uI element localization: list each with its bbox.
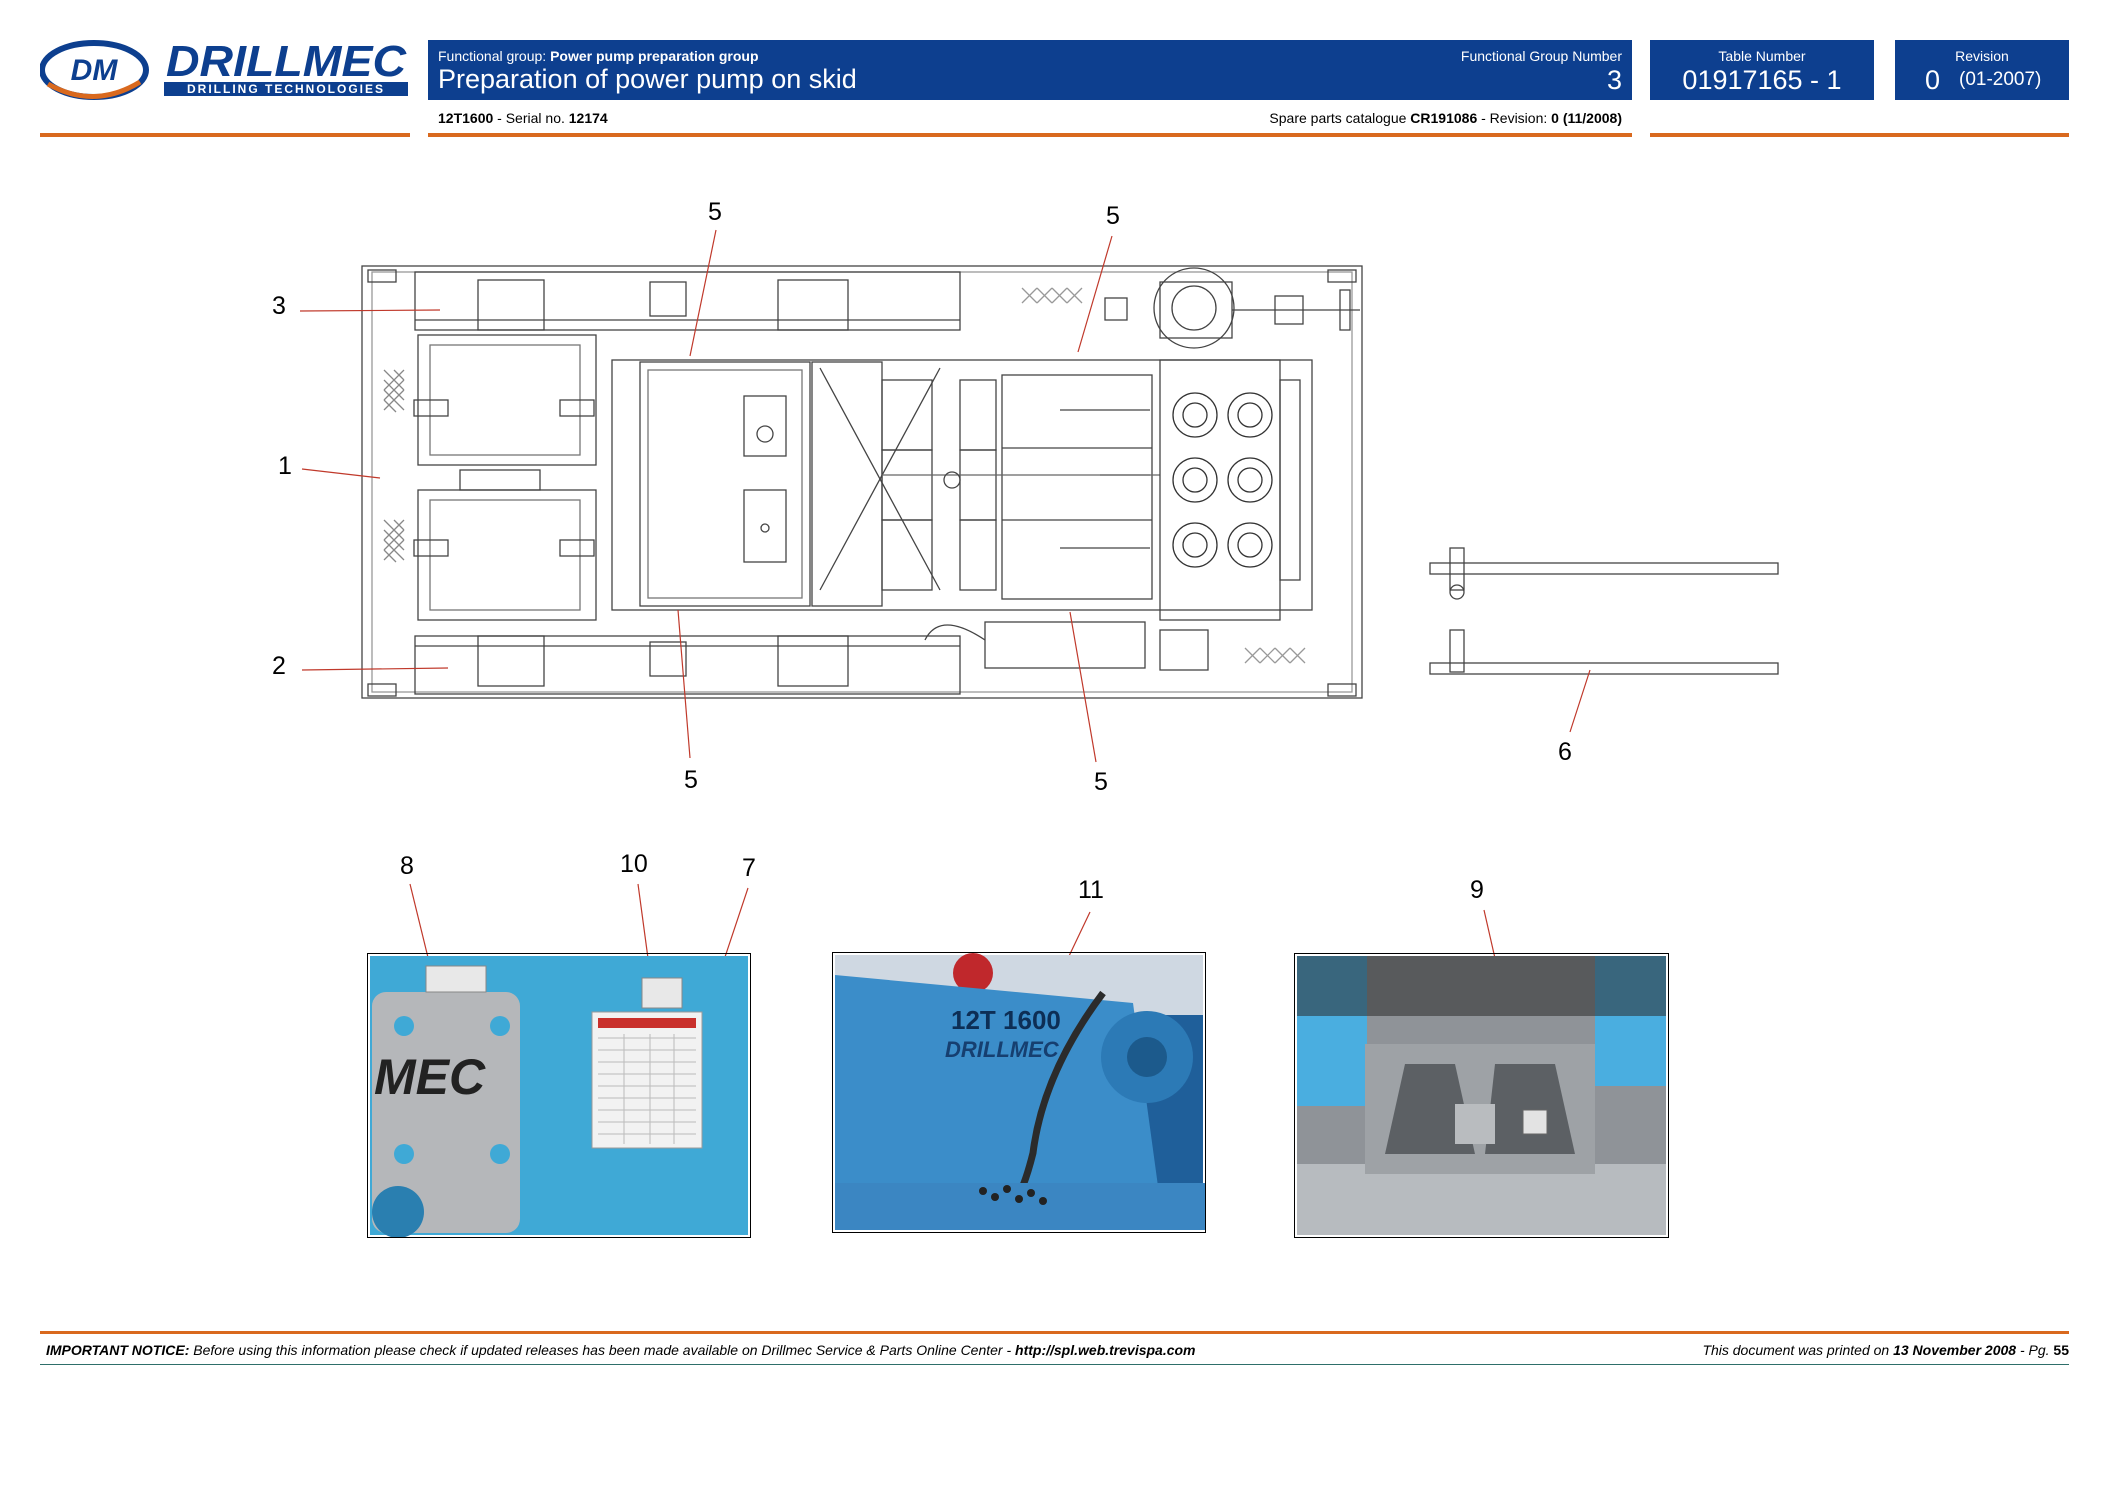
table-underline <box>1650 133 2069 137</box>
logo-tagline: DRILLING TECHNOLOGIES <box>187 82 385 96</box>
revision-number: 0 <box>1925 65 1941 95</box>
callout-5-bottom-right: 5 <box>1094 768 1108 796</box>
footer-notice: IMPORTANT NOTICE: Before using this info… <box>46 1342 1196 1358</box>
catalogue-line: Spare parts catalogue CR191086 - Revisio… <box>1269 110 1622 126</box>
title-block: Functional group: Power pump preparation… <box>428 40 1632 100</box>
skid-top-view-drawing <box>299 229 1779 763</box>
functional-group-number: 3 <box>1606 65 1622 95</box>
callout-5-top-right: 5 <box>1106 202 1120 230</box>
callout-5-bottom-left: 5 <box>684 766 698 794</box>
callout-9: 9 <box>1470 876 1484 904</box>
title-underline <box>428 133 1632 137</box>
table-number-label: Table Number <box>1718 48 1806 64</box>
catalogue-label: Spare parts catalogue <box>1269 110 1407 126</box>
logo-underline <box>40 133 410 137</box>
footer-printed-date: 13 November 2008 <box>1893 1342 2017 1358</box>
footer-bottom-rule <box>40 1364 2069 1365</box>
footer-page-number: 55 <box>2053 1342 2069 1358</box>
table-number: 01917165 - 1 <box>1682 65 1842 95</box>
model-number: 12T1600 <box>438 110 494 126</box>
photo-pump-model: 12T 1600 DRILLMEC <box>832 952 1206 1233</box>
callout-1: 1 <box>278 452 292 480</box>
photo-nameplates: MEC <box>367 953 751 1238</box>
model-serial-line: 12T1600 - Serial no. 12174 <box>438 110 608 126</box>
functional-group-name: Power pump preparation group <box>550 48 759 64</box>
callout-7: 7 <box>742 854 756 882</box>
table-number-block: Table Number 01917165 - 1 <box>1650 40 1874 100</box>
callout-3: 3 <box>272 292 286 320</box>
callout-10: 10 <box>620 850 648 878</box>
footer-notice-text: Before using this information please che… <box>193 1342 1012 1358</box>
photo-brand-text: MEC <box>374 1049 486 1105</box>
logo-monogram: DM <box>71 54 119 87</box>
catalogue-revision: 0 (11/2008) <box>1551 110 1622 126</box>
footer-rule <box>40 1331 2069 1334</box>
functional-group-line: Functional group: Power pump preparation… <box>438 48 759 64</box>
serial-label: - Serial no. <box>497 110 565 126</box>
functional-group-number-label: Functional Group Number <box>1460 48 1622 64</box>
company-logo: DM DRILLMEC DRILLING TECHNOLOGIES <box>40 36 410 106</box>
functional-group-label: Functional group: <box>438 48 547 64</box>
footer-print-info: This document was printed on 13 November… <box>1702 1342 2069 1358</box>
revision-date: (01-2007) <box>1959 69 2042 90</box>
photo-support-bracket <box>1294 953 1669 1238</box>
callout-8: 8 <box>400 852 414 880</box>
document-title: Preparation of power pump on skid <box>438 64 857 94</box>
photo-logo-text: DRILLMEC <box>945 1037 1060 1062</box>
serial-number: 12174 <box>568 110 608 126</box>
logo-brand: DRILLMEC <box>166 37 407 86</box>
callout-6: 6 <box>1558 738 1572 766</box>
revision-block: Revision 0 (01-2007) <box>1895 40 2069 100</box>
revision-label: Revision <box>1955 48 2009 64</box>
footer-page-label: - Pg. <box>2019 1342 2050 1358</box>
photo-model-text: 12T 1600 <box>951 1005 1061 1035</box>
footer-notice-url[interactable]: http://spl.web.trevispa.com <box>1015 1342 1196 1358</box>
catalogue-number: CR191086 <box>1410 110 1478 126</box>
footer-notice-label: IMPORTANT NOTICE: <box>46 1342 190 1358</box>
callout-11: 11 <box>1078 876 1104 904</box>
footer-printed-label: This document was printed on <box>1702 1342 1890 1358</box>
catalogue-revision-label: - Revision: <box>1481 110 1548 126</box>
callout-2: 2 <box>272 652 286 680</box>
callout-5-top-left: 5 <box>708 198 722 226</box>
